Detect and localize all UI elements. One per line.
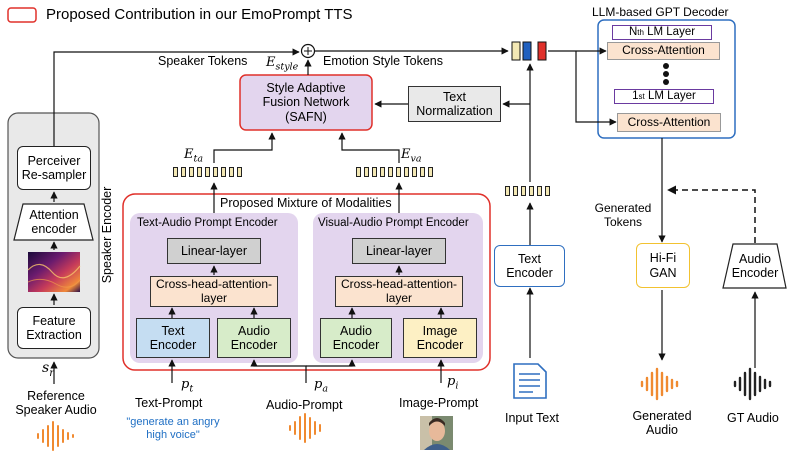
va-encoder-title: Visual-Audio Prompt Encoder <box>318 217 469 229</box>
e-style-symbol: Estyle <box>266 55 299 73</box>
va-image-encoder: Image Encoder <box>403 318 477 358</box>
face-photo-icon <box>420 416 453 450</box>
speaker-tokens-label: Speaker Tokens <box>158 54 248 68</box>
text-token-row <box>505 186 550 196</box>
spectrogram-image <box>28 252 80 292</box>
gt-audio-label: GT Audio <box>727 411 779 425</box>
waveform-speaker <box>37 421 74 451</box>
speaker-input-symbol: sr <box>42 360 54 379</box>
pi-symbol: pi <box>447 374 459 392</box>
hifigan-box: Hi-Fi GAN <box>636 243 690 288</box>
cross-attention-top: Cross-Attention <box>607 42 720 60</box>
reference-speaker-audio-label: Reference Speaker Audio <box>15 389 97 418</box>
generated-tokens-label: Generated Tokens <box>594 201 652 229</box>
legend-label: Proposed Contribution in our EmoPrompt T… <box>46 6 353 23</box>
ta-linear-layer: Linear-layer <box>167 238 261 264</box>
text-encoder-box: Text Encoder <box>494 245 565 287</box>
e-va-token-row <box>356 167 433 177</box>
generated-audio-label: Generated Audio <box>632 409 692 438</box>
gt-audio-encoder-shape <box>722 243 787 289</box>
token-red <box>537 41 547 61</box>
e-va-symbol: Eva <box>401 147 422 165</box>
ta-encoder-title: Text-Audio Prompt Encoder <box>137 217 278 229</box>
va-audio-encoder: Audio Encoder <box>320 318 392 358</box>
gt-audio-encoder-label: Audio Encoder <box>731 251 779 280</box>
e-ta-symbol: Eta <box>184 147 203 165</box>
pa-symbol: pa <box>314 377 328 395</box>
safn-box <box>239 74 373 131</box>
pt-symbol: pt <box>181 377 194 395</box>
attention-encoder-label: Attention encoder <box>29 207 79 236</box>
image-prompt-label: Image-Prompt <box>399 396 479 410</box>
cross-attention-bottom: Cross-Attention <box>617 113 721 132</box>
attention-encoder-shape <box>13 203 94 241</box>
feature-extraction-box: Feature Extraction <box>17 307 91 349</box>
va-linear-layer: Linear-layer <box>352 238 446 264</box>
gpt-decoder-container <box>597 19 736 139</box>
token-yellow <box>511 41 521 61</box>
document-icon <box>513 363 547 399</box>
text-prompt-label: Text-Prompt <box>135 396 203 410</box>
emotion-style-tokens-label: Emotion Style Tokens <box>323 54 443 68</box>
text-prompt-example: "generate an angry high voice" <box>126 416 220 441</box>
text-normalization-box: Text Normalization <box>408 86 501 122</box>
audio-prompt-label: Audio-Prompt <box>266 398 343 412</box>
mixture-title: Proposed Mixture of Modalities <box>220 196 392 210</box>
ta-audio-encoder: Audio Encoder <box>217 318 291 358</box>
speaker-encoder-title: Speaker Encoder <box>99 186 114 284</box>
safn-label: Style Adaptive Fusion Network (SAFN) <box>262 80 350 124</box>
input-text-label: Input Text <box>505 411 559 425</box>
legend-swatch <box>7 7 37 23</box>
e-ta-token-row <box>173 167 242 177</box>
waveform-generated <box>640 367 679 401</box>
ta-cross-head-attention: Cross-head-attention-layer <box>150 276 278 307</box>
ta-text-encoder: Text Encoder <box>136 318 210 358</box>
va-cross-head-attention: Cross-head-attention-layer <box>335 276 463 307</box>
waveform-gt <box>733 367 772 401</box>
perceiver-box: Perceiver Re-sampler <box>17 146 91 190</box>
waveform-audio-prompt <box>289 413 321 443</box>
token-blue <box>522 41 532 61</box>
gpt-decoder-title: LLM-based GPT Decoder <box>592 5 729 19</box>
